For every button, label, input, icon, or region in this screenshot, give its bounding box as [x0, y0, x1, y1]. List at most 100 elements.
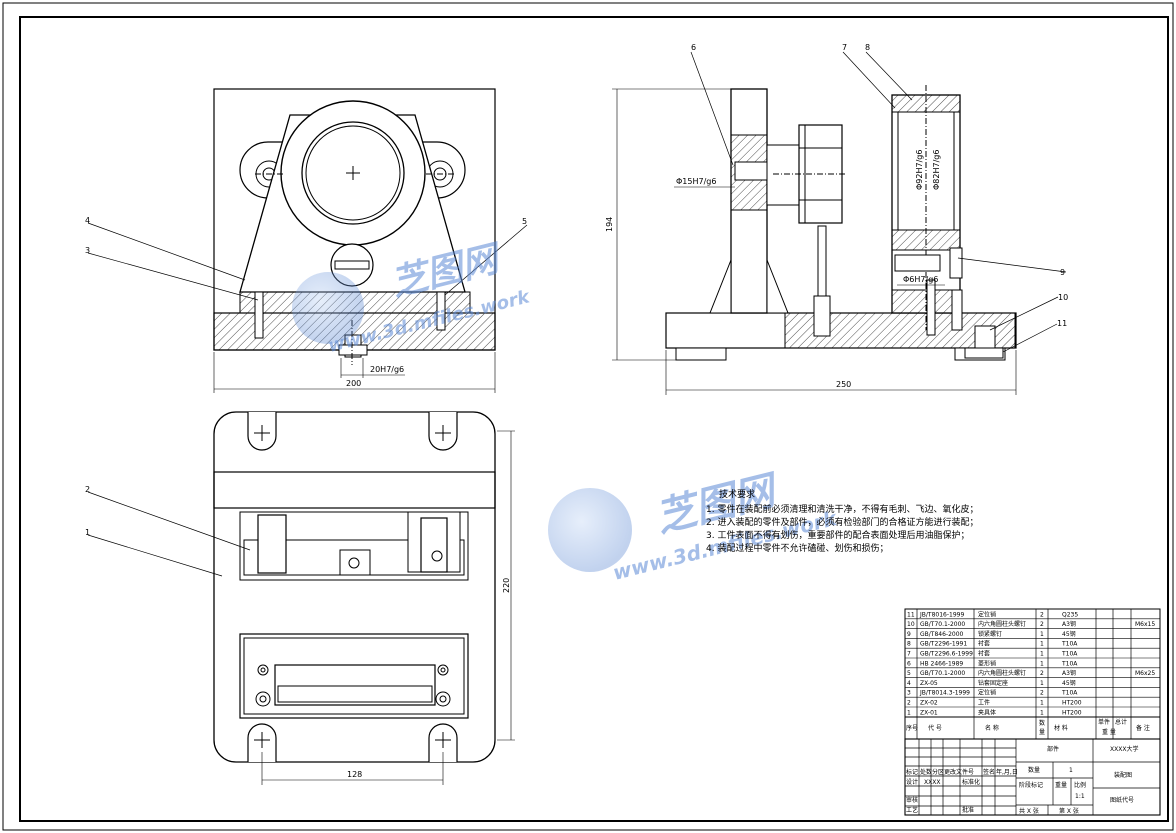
front-view [87, 88, 528, 393]
side-dim-250: 250 [836, 380, 851, 389]
bom-cell-material: T10A [1061, 651, 1078, 658]
bom-cell-no: 9 [907, 631, 911, 638]
tb-scale: 比例 [1074, 781, 1086, 789]
bom-header: 序号 代 号 名 称 数 量 材 料 单件 总计 重 量 备 注 [905, 716, 1160, 736]
side-callout-7: 7 [842, 43, 847, 52]
bom-cell-qty: 1 [1040, 660, 1044, 667]
top-dim-220: 220 [502, 578, 511, 593]
bom-header-weight: 重 量 [1102, 728, 1116, 736]
tech-item-4: 4. 装配过程中零件不允许磕碰、划伤和损伤； [706, 542, 888, 554]
tb-process: 工艺 [906, 806, 918, 814]
title-block-texts: 部件 XXXX大学 装配图 图纸代号 数量 1 阶段标记 重量 比例 1:1 共… [906, 745, 1138, 815]
bom-cell-code: GB/T2296.6-1999 [920, 651, 973, 658]
bom-cell-note: M6x25 [1135, 670, 1155, 677]
bom-cell-qty: 2 [1040, 611, 1044, 618]
bom-cell-no: 7 [907, 651, 911, 658]
tech-item-1: 1. 零件在装配前必须清理和清洗干净，不得有毛刺、飞边、氧化皮； [706, 503, 978, 515]
bom-cell-qty: 2 [1040, 690, 1044, 697]
bom-cell-code: ZX-02 [920, 700, 938, 707]
inner-frame [19, 16, 1169, 822]
bom-cell-name: 定位销 [978, 610, 996, 618]
bom-cell-name: 菱形销 [978, 659, 996, 667]
top-dim-128: 128 [347, 770, 362, 779]
tb-sheet-no: 第 X 张 [1059, 807, 1079, 815]
bom-cell-material: 45钢 [1062, 630, 1076, 638]
bom-cell-no: 4 [907, 680, 911, 687]
bom-cell-code: HB 2466-1989 [920, 660, 963, 667]
bom-cell-no: 6 [907, 660, 911, 667]
bom-cell-name: 衬套 [978, 640, 990, 648]
bom-cell-no: 3 [907, 690, 911, 697]
bom-cell-qty: 2 [1040, 670, 1044, 677]
top-view [87, 411, 515, 785]
side-fit-left: Φ15H7/g6 [676, 177, 716, 186]
bom-cell-no: 10 [907, 621, 915, 628]
bom-header-note: 备 注 [1136, 724, 1150, 732]
bom-cell-qty: 1 [1040, 641, 1044, 648]
bom-cell-code: GB/T846-2000 [920, 631, 964, 638]
bom-cell-name: 内六角圆柱头螺钉 [978, 669, 1026, 677]
bom-cell-material: 45钢 [1062, 679, 1076, 687]
front-dim-200: 200 [346, 379, 361, 388]
bom-cell-note: M6x15 [1135, 621, 1155, 628]
bom-cell-no: 1 [907, 709, 911, 716]
side-callout-11: 11 [1057, 319, 1067, 328]
bom-cell-qty: 1 [1040, 631, 1044, 638]
top-bushing-block [239, 633, 469, 719]
bom-cell-name: 内六角圆柱头螺钉 [978, 620, 1026, 628]
tb-rev-4: 更改文件号 [944, 768, 974, 776]
bom-cell-qty: 2 [1040, 621, 1044, 628]
tb-org: XXXX大学 [1110, 745, 1138, 753]
tb-designer: 设计 [906, 778, 918, 786]
bom-cell-name: 工件 [978, 699, 990, 707]
tb-drawing-no: 图纸代号 [1110, 796, 1134, 804]
title-block [904, 738, 1161, 816]
bom-cell-qty: 1 [1040, 709, 1044, 716]
bom-header-name: 名 称 [985, 724, 999, 732]
side-callout-6: 6 [691, 43, 696, 52]
tech-requirements: 技术要求 1. 零件在装配前必须清理和清洗干净，不得有毛刺、飞边、氧化皮； 2.… [706, 488, 978, 554]
bom-cell-qty: 1 [1040, 700, 1044, 707]
bom-cell-no: 5 [907, 670, 911, 677]
bom-cell-no: 11 [907, 611, 915, 618]
bom-cell-name: 钻套固定座 [978, 679, 1008, 687]
side-dim-194: 194 [605, 217, 614, 232]
bom-cell-name: 衬套 [978, 650, 990, 658]
tb-designer-value: XXXX [924, 779, 940, 786]
side-callout-8: 8 [865, 43, 870, 52]
tb-approve: 批准 [962, 806, 974, 814]
side-fit-bore1: Φ92H7/g6 [915, 150, 924, 190]
bom-cell-code: GB/T70.1-2000 [920, 621, 965, 628]
front-callout-5: 5 [522, 217, 527, 226]
top-callout-1: 1 [85, 528, 90, 537]
bom-cell-material: Q235 [1062, 611, 1078, 618]
bom-header-qty-a: 数 [1039, 719, 1045, 727]
tb-weight: 重量 [1055, 781, 1067, 789]
bom-cell-material: T10A [1061, 690, 1078, 697]
bom-header-qty-b: 量 [1039, 729, 1045, 736]
bom-cell-material: A3钢 [1062, 669, 1076, 677]
bom-cell-material: HT200 [1062, 700, 1082, 707]
tb-scale-value: 1:1 [1075, 793, 1085, 800]
tb-qty-label: 数量 [1028, 766, 1040, 774]
bom-cell-code: GB/T70.1-2000 [920, 670, 965, 677]
side-view [612, 51, 1067, 395]
bom-cell-code: JB/T8016-1999 [919, 611, 964, 618]
bom-cell-name: 定位销 [978, 689, 996, 697]
tb-rev-6: 年,月,日 [996, 768, 1018, 776]
top-callout-2: 2 [85, 485, 90, 494]
bom-cell-name: 锁紧螺钉 [978, 630, 1002, 638]
bom-header-unit: 单件 [1098, 718, 1110, 726]
side-fit-bore2: Φ82H7/g6 [932, 150, 941, 190]
bom-cell-qty: 1 [1040, 680, 1044, 687]
tech-item-3: 3. 工件表面不得有划伤，重要部件的配合表面处理后用油脂保护； [706, 529, 969, 541]
top-base-outline [213, 411, 496, 763]
bom-header-code: 代 号 [928, 724, 942, 732]
tech-title: 技术要求 [719, 488, 755, 500]
bom-cell-material: A3钢 [1062, 620, 1076, 628]
bom-header-no: 序号 [906, 724, 918, 732]
tb-rev-1: 标记 [906, 768, 918, 776]
